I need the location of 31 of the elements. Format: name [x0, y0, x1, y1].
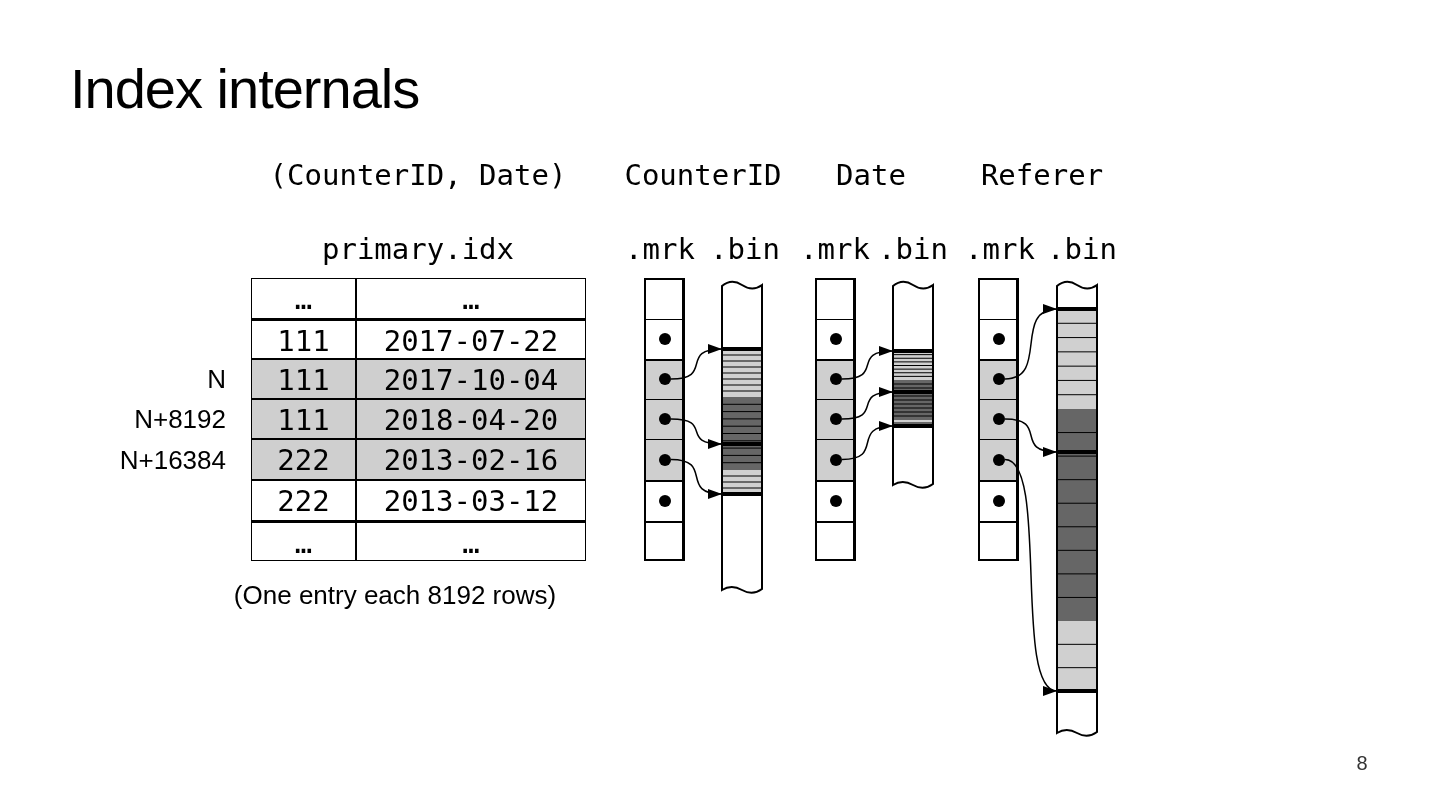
column-heading: Date [836, 158, 906, 192]
file-name: .bin [878, 232, 948, 266]
column-heading: (CounterID, Date) [269, 158, 567, 192]
file-name: .mrk [625, 232, 695, 266]
table-cell: 2018-04-20 [356, 399, 586, 439]
file-name: .mrk [800, 232, 870, 266]
slide-title: Index internals [70, 56, 420, 122]
row-label: N [207, 364, 226, 394]
table-cell: … [356, 521, 586, 561]
column-heading: Referer [980, 158, 1104, 192]
table-cell: … [251, 521, 356, 561]
table-cell: … [251, 278, 356, 319]
table-cell: 111 [251, 399, 356, 439]
table-cell: 111 [251, 359, 356, 399]
table-cell: 222 [251, 439, 356, 480]
file-name: primary.idx [321, 232, 515, 266]
table-note: (One entry each 8192 rows) [233, 580, 557, 610]
column-heading: CounterID [624, 158, 782, 192]
file-name: .bin [1047, 232, 1117, 266]
table-cell: 111 [251, 319, 356, 359]
file-name: .mrk [965, 232, 1035, 266]
table-cell: … [356, 278, 586, 319]
file-name: .bin [710, 232, 780, 266]
table-cell: 2013-02-16 [356, 439, 586, 480]
table-cell: 2013-03-12 [356, 480, 586, 521]
row-label: N+16384 [119, 444, 226, 475]
table-cell: 2017-10-04 [356, 359, 586, 399]
row-label: N+8192 [134, 404, 226, 434]
table-cell: 2017-07-22 [356, 319, 586, 359]
table-cell: 222 [251, 480, 356, 521]
page-number: 8 [1356, 751, 1368, 776]
